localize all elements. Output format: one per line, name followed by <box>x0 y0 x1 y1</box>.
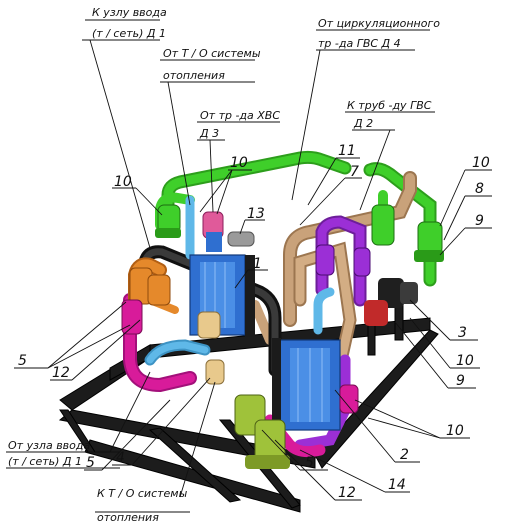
caption-from-heating-exchanger-line2: отопления <box>163 69 225 82</box>
green-valves-left <box>155 204 181 238</box>
position-9-right: 9 <box>475 213 484 229</box>
position-8: 8 <box>475 181 484 197</box>
olive-valve-assembly <box>234 394 290 469</box>
position-13: 13 <box>247 206 265 222</box>
plate-heat-exchanger-2 <box>272 338 341 432</box>
position-10-bottom-right: 10 <box>446 423 464 439</box>
grey-fitting <box>227 231 255 247</box>
position-10-top: 10 <box>230 155 248 171</box>
position-12-left: 12 <box>52 365 70 381</box>
position-5-left: 5 <box>18 353 27 369</box>
orange-valves <box>129 267 171 306</box>
green-valves-right <box>371 204 444 262</box>
position-10-left: 10 <box>114 174 132 190</box>
caption-from-circulation-line2: тр -да ГВС Д 4 <box>318 37 401 50</box>
position-11: 11 <box>338 143 356 159</box>
position-2: 2 <box>400 447 409 463</box>
violet-valves <box>315 244 371 277</box>
caption-from-cold-water: От тр -да ХВС <box>200 109 280 122</box>
caption-to-heating-exchanger-line2: отопления <box>97 511 159 522</box>
position-3: 3 <box>458 325 467 341</box>
pink-valve <box>202 211 224 252</box>
magenta-valves <box>121 299 359 414</box>
beige-valve <box>197 311 225 385</box>
caption-from-circulation: От циркуляционного <box>318 17 440 30</box>
position-4: 4 <box>116 450 125 466</box>
position-7: 7 <box>350 164 359 180</box>
position-10-right-top: 10 <box>472 155 490 171</box>
caption-from-input-node: От узла ввода <box>8 439 90 452</box>
position-5-bottom-left: 5 <box>86 455 95 471</box>
leader-lines <box>6 19 492 513</box>
position-10-right-mid: 10 <box>456 353 474 369</box>
caption-to-input-node-line2: (т / сеть) Д 1 <box>92 27 166 40</box>
caption-to-hot-water: К труб -ду ГВС <box>347 99 432 112</box>
caption-from-input-node-line2: (т / сеть) Д 1 <box>8 455 82 468</box>
position-12-bottom: 12 <box>338 485 356 501</box>
cold-water-pipes <box>144 195 335 366</box>
position-1: 1 <box>253 256 262 272</box>
caption-to-hot-water-line2: Д 2 <box>353 117 373 130</box>
position-5-bottom: 5 <box>305 455 314 471</box>
position-9-mid: 9 <box>456 373 465 389</box>
caption-to-heating-exchanger: К Т / О системы <box>97 487 188 500</box>
caption-from-heating-exchanger: От Т / О системы <box>163 47 261 60</box>
caption-from-cold-water-line2: Д 3 <box>199 127 219 140</box>
position-14: 14 <box>388 477 406 493</box>
hot-water-pipes <box>250 171 417 372</box>
pumps <box>364 278 418 326</box>
caption-to-input-node: К узлу ввода <box>92 6 167 19</box>
